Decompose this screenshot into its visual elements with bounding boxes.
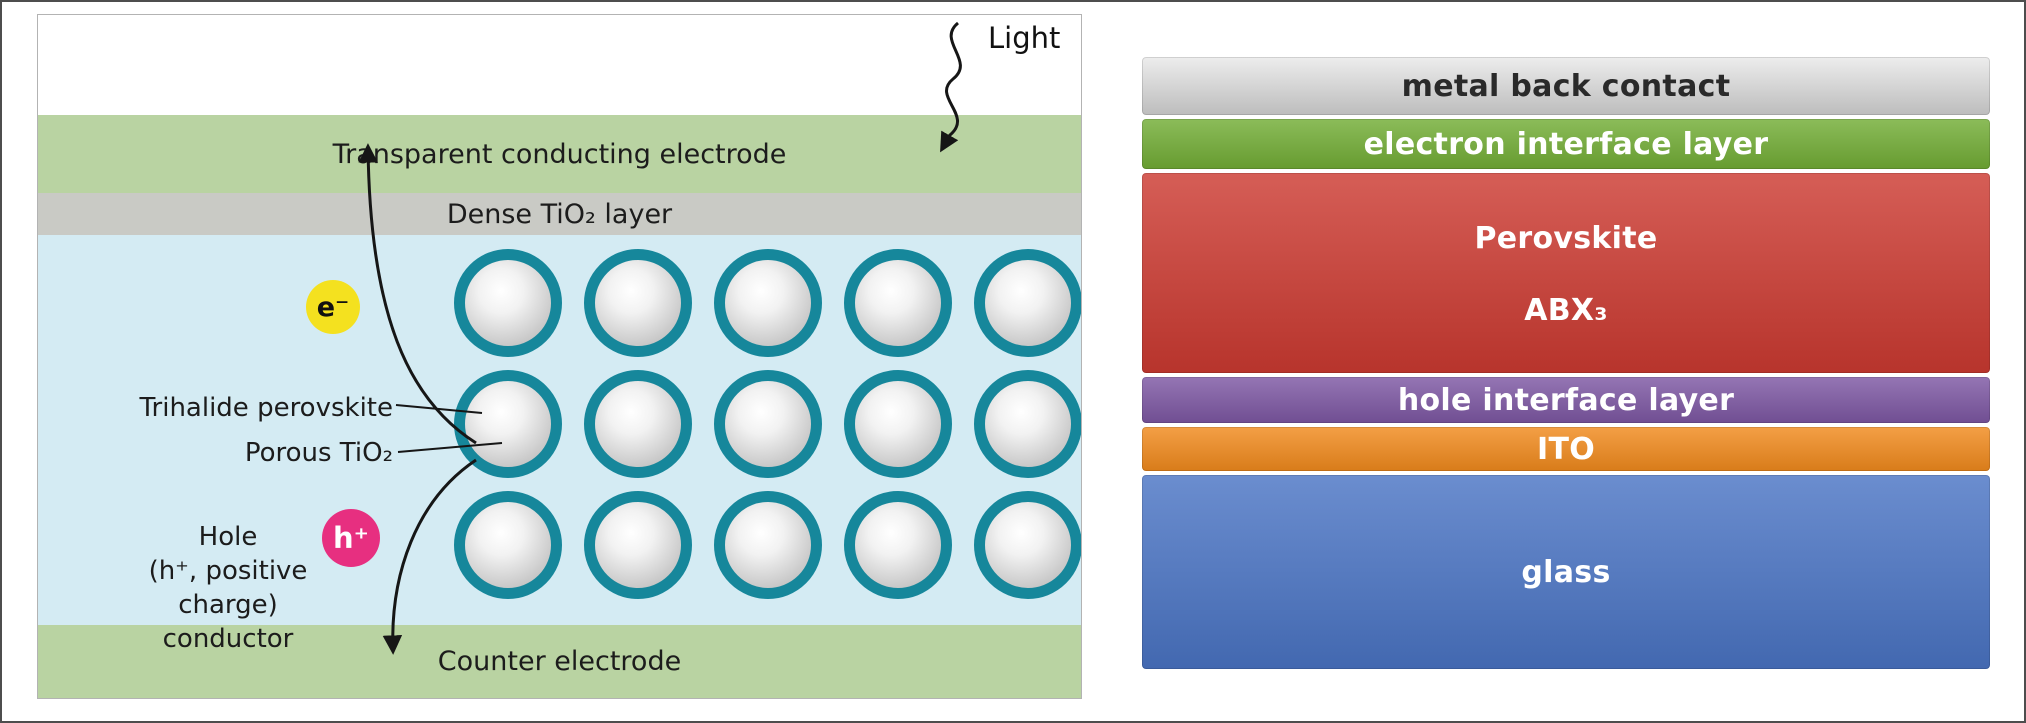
hole-interface-layer-label: hole interface layer bbox=[1397, 382, 1735, 418]
counter-electrode-label: Counter electrode bbox=[437, 646, 682, 677]
dense-tio2-label: Dense TiO₂ layer bbox=[446, 198, 673, 230]
hole-conductor-line-2: (h⁺, positive charge) bbox=[148, 556, 308, 620]
counter-electrode-layer: Counter electrode bbox=[38, 625, 1081, 698]
transparent-conducting-electrode-label: Transparent conducting electrode bbox=[332, 138, 787, 170]
hole-conductor-label: Hole (h⁺, positive charge) conductor bbox=[98, 520, 358, 656]
tio2-sphere bbox=[844, 370, 952, 478]
tio2-sphere bbox=[584, 249, 692, 357]
tio2-sphere bbox=[714, 370, 822, 478]
electron-interface-layer-label: electron interface layer bbox=[1363, 126, 1769, 162]
tio2-sphere bbox=[584, 491, 692, 599]
ito-label: ITO bbox=[1536, 431, 1596, 467]
tio2-sphere bbox=[584, 370, 692, 478]
transparent-conducting-electrode-layer: Transparent conducting electrode bbox=[38, 115, 1081, 193]
porous-tio2-label: Porous TiO₂ bbox=[244, 438, 393, 468]
tio2-sphere bbox=[844, 249, 952, 357]
light-label: Light bbox=[988, 21, 1061, 55]
trihalide-perovskite-label: Trihalide perovskite bbox=[139, 393, 393, 423]
glass-layer: glass bbox=[1142, 475, 1990, 669]
tio2-sphere bbox=[714, 491, 822, 599]
metal-back-contact-layer: metal back contact bbox=[1142, 57, 1990, 115]
hole-interface-layer: hole interface layer bbox=[1142, 377, 1990, 423]
electron-interface-layer: electron interface layer bbox=[1142, 119, 1990, 169]
electron-symbol: e⁻ bbox=[316, 291, 350, 323]
perovskite-label: Perovskite bbox=[1474, 221, 1658, 256]
tio2-sphere bbox=[974, 491, 1081, 599]
ito-layer: ITO bbox=[1142, 427, 1990, 471]
tio2-sphere bbox=[974, 370, 1081, 478]
glass-label: glass bbox=[1521, 554, 1611, 590]
porous-tio2-sphere-grid bbox=[454, 249, 1081, 599]
hole-symbol: h⁺ bbox=[333, 521, 369, 555]
abx3-label: ABX₃ bbox=[1524, 293, 1608, 328]
hole-conductor-line-3: conductor bbox=[162, 624, 294, 654]
dense-tio2-layer: Dense TiO₂ layer bbox=[38, 193, 1081, 235]
tio2-sphere bbox=[454, 370, 562, 478]
tio2-sphere bbox=[454, 249, 562, 357]
hole-symbol-badge: h⁺ bbox=[322, 509, 380, 567]
perovskite-abx3-layer: Perovskite ABX₃ bbox=[1142, 173, 1990, 373]
tio2-sphere bbox=[454, 491, 562, 599]
cross-section-diagram: Transparent conducting electrode Dense T… bbox=[37, 14, 1082, 699]
tio2-sphere bbox=[714, 249, 822, 357]
tio2-sphere bbox=[974, 249, 1081, 357]
hole-conductor-line-1: Hole bbox=[198, 522, 258, 552]
layer-stack-diagram: metal back contact electron interface la… bbox=[1142, 57, 1990, 669]
tio2-sphere bbox=[844, 491, 952, 599]
electron-symbol-badge: e⁻ bbox=[306, 280, 360, 334]
metal-back-contact-label: metal back contact bbox=[1401, 68, 1731, 104]
